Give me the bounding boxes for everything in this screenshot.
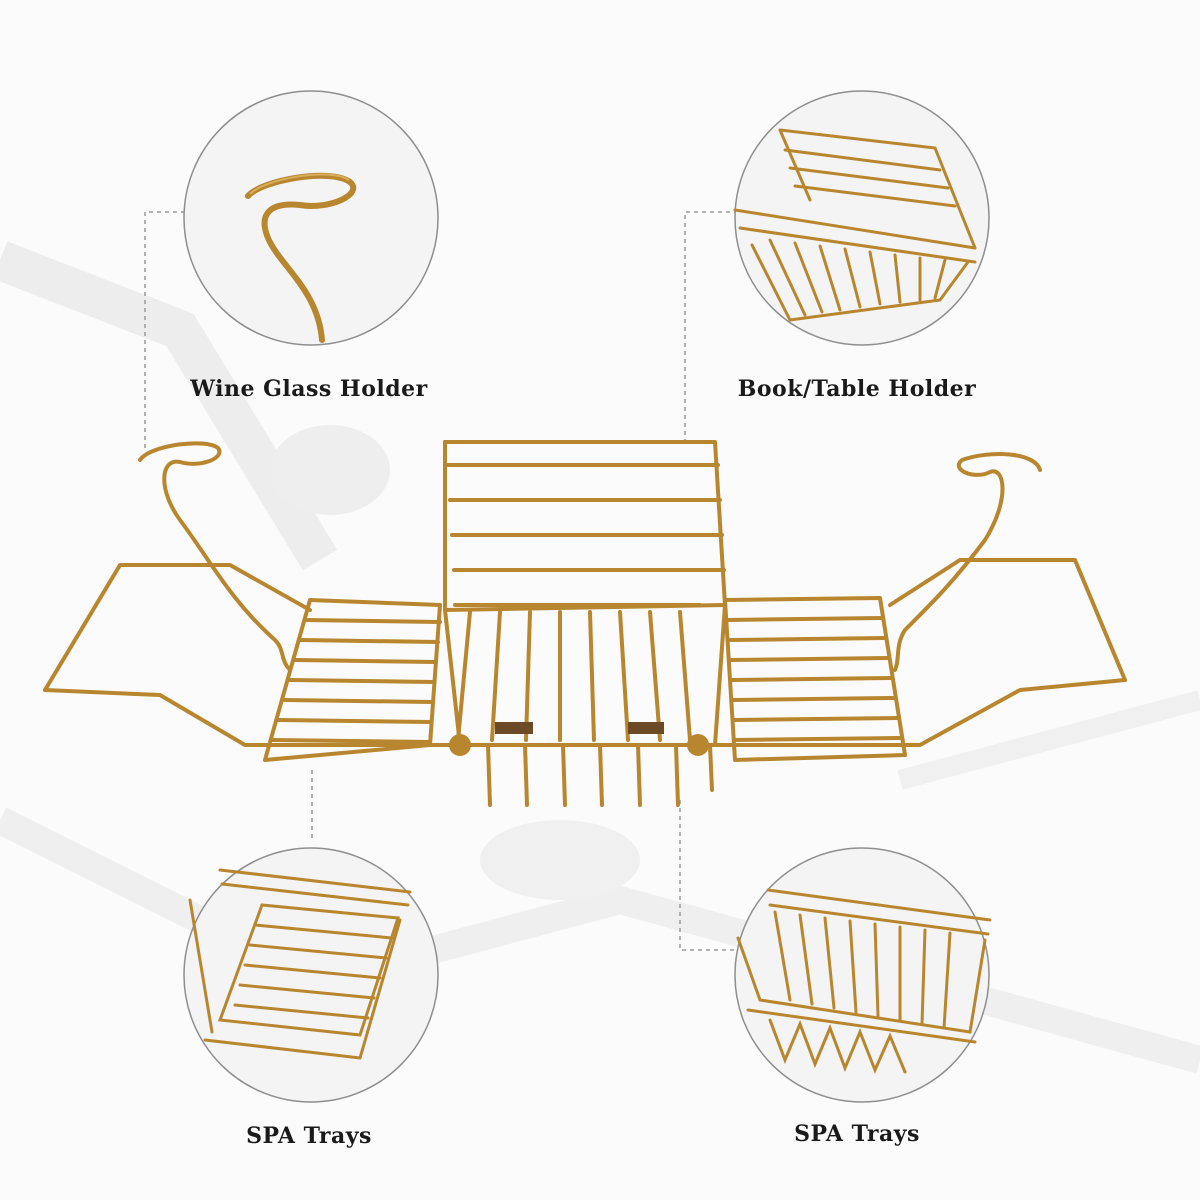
- left-clip: [449, 734, 471, 756]
- right-clip: [687, 734, 709, 756]
- spa-trays-left-circle: [183, 847, 439, 1103]
- leader-line-spa-right: [679, 800, 735, 951]
- spa-trays-right-circle: [734, 847, 992, 1103]
- left-tray-frame: [263, 598, 442, 762]
- book-stand-top: [443, 440, 727, 607]
- center-basket-frame: [443, 603, 727, 747]
- right-tray-frame: [723, 596, 907, 762]
- right-wine-holder: [893, 452, 1042, 672]
- right-rail-bottom: [708, 678, 1127, 747]
- right-rail-top: [888, 558, 1127, 682]
- leader-line-wine: [144, 211, 185, 450]
- left-rail-top: [43, 563, 312, 692]
- center-bar-left: [495, 722, 533, 734]
- wine-glass-holder-label: Wine Glass Holder: [190, 376, 428, 402]
- left-rail-bottom: [43, 688, 462, 747]
- book-table-holder-label: Book/Table Holder: [737, 376, 977, 402]
- center-bar-right: [628, 722, 664, 734]
- leader-line-book: [684, 211, 738, 440]
- left-wine-holder: [138, 441, 292, 672]
- spa-trays-left-label: SPA Trays: [246, 1123, 372, 1149]
- spa-trays-right-label: SPA Trays: [794, 1121, 920, 1147]
- wine-glass-holder-circle: [183, 90, 439, 346]
- book-table-holder-circle: [733, 90, 990, 346]
